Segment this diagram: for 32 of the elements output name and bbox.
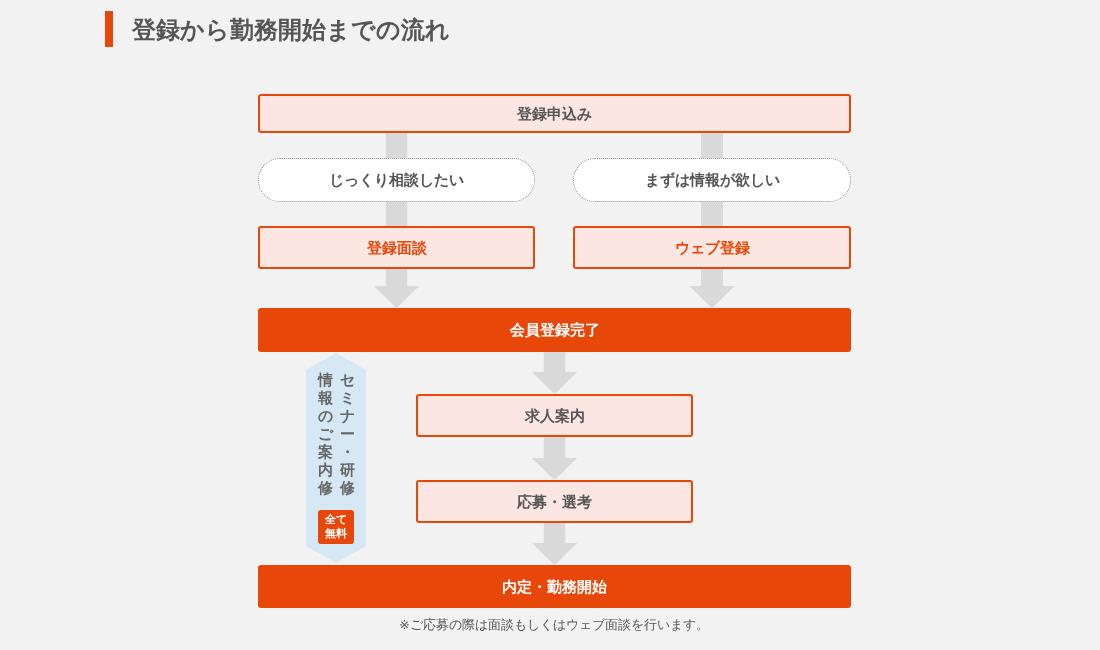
free-badge (318, 510, 354, 544)
down-arrow (531, 523, 578, 565)
choice-label: まずは情報が欲しい (644, 171, 780, 189)
process-box (416, 394, 693, 437)
choice-label: じっくり相談したい (329, 171, 464, 189)
step-label: 登録面談 (366, 238, 427, 257)
milestone-label: 内定・勤務開始 (502, 577, 607, 596)
connector-bar (701, 133, 723, 158)
title: 登録から勤務開始までの流れ (132, 15, 450, 46)
process-box (573, 226, 851, 269)
milestone-box (258, 565, 851, 608)
down-arrow (373, 269, 420, 308)
step-label: 登録申込み (517, 104, 592, 123)
down-arrow (531, 437, 578, 480)
process-box (258, 94, 851, 133)
vertical-text: セミナー・研修情報のご案内修 (317, 371, 355, 497)
step-label: 応募・選考 (517, 492, 592, 511)
hexagon-banner (306, 353, 366, 563)
choice-pill (573, 158, 851, 202)
process-box (416, 480, 693, 523)
connector-bar (385, 133, 408, 158)
down-arrow (689, 269, 735, 308)
connector-bar (385, 202, 408, 226)
milestone-label: 会員登録完了 (509, 321, 600, 339)
step-label: 求人案内 (524, 406, 585, 425)
choice-pill (258, 158, 535, 202)
milestone-box (258, 308, 851, 352)
connector-bar (701, 202, 723, 226)
step-label: ウェブ登録 (674, 238, 750, 257)
process-box (258, 226, 535, 269)
badge-label: 全て無料 (325, 512, 347, 542)
footnote: ※ご応募の際は面談もしくはウェブ面談を行います。 (399, 616, 709, 633)
